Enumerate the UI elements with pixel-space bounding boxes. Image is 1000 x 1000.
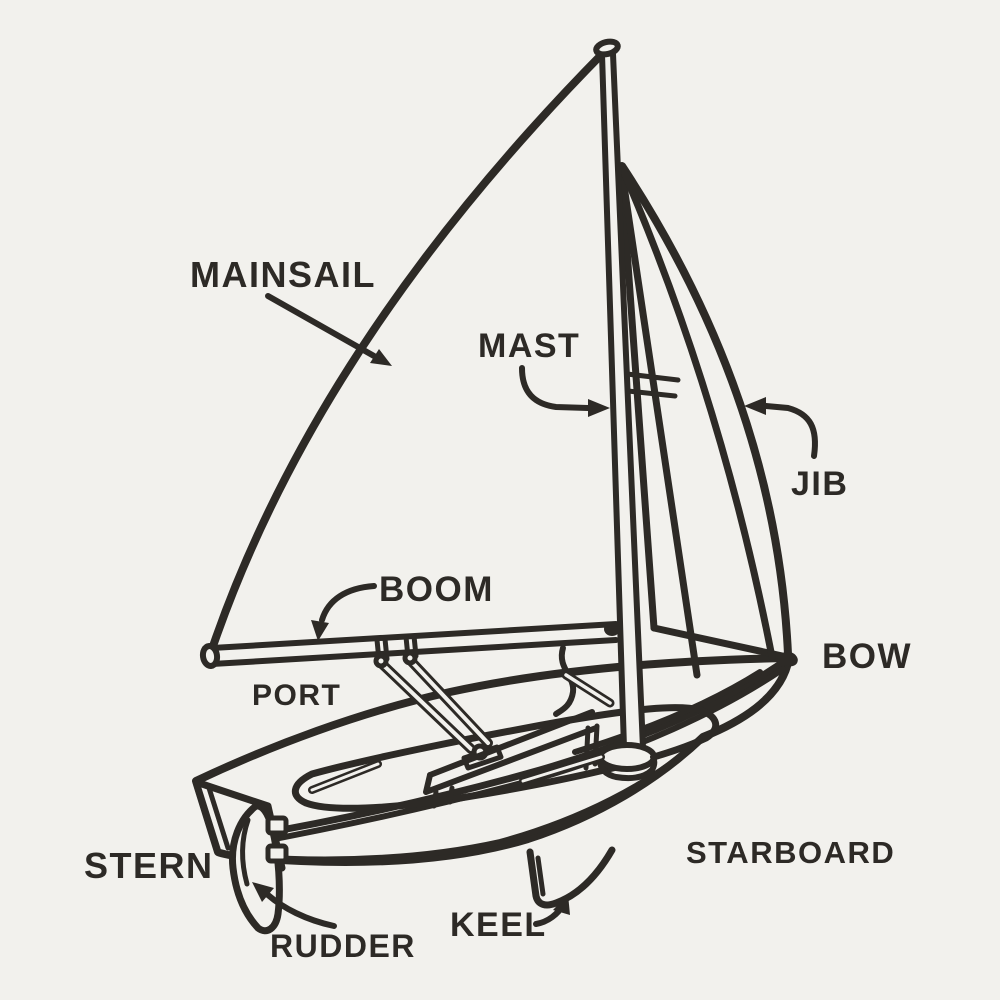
hiking-stick-inner <box>521 755 603 783</box>
mainsheet-bar-1-inner <box>379 661 473 751</box>
rudder-pintle-upper <box>265 815 289 836</box>
jib-shape <box>618 162 792 658</box>
jib-arrowhead-icon <box>744 397 766 415</box>
boom-arrow <box>319 583 377 623</box>
deck-cleat-inner <box>564 673 612 705</box>
mast-group <box>593 38 681 782</box>
mainsheet-bar-2-inner <box>408 658 490 745</box>
label-mast: MAST <box>478 327 580 365</box>
tiller-stick-inner <box>310 762 380 792</box>
label-stern: STERN <box>84 845 214 886</box>
transom-seam <box>206 785 231 851</box>
label-port: PORT <box>252 679 341 712</box>
mainsail-arrow <box>265 293 377 359</box>
bow-fitting <box>780 651 798 667</box>
mast-base-skirt <box>596 754 658 782</box>
deck-details-group <box>228 645 798 935</box>
label-boom: BOOM <box>379 570 494 609</box>
label-mainsail: MAINSAIL <box>190 254 376 295</box>
rudder-arrow <box>265 892 337 929</box>
chine-line <box>253 739 701 863</box>
mast-shape <box>599 51 627 751</box>
thwart-legs <box>431 785 455 809</box>
jib-foot-line <box>650 624 791 661</box>
thwart-top <box>427 709 595 778</box>
gooseneck-fitting <box>604 622 620 636</box>
label-starboard: STARBOARD <box>686 835 895 870</box>
keel-seam <box>535 855 546 897</box>
mast-base-plate <box>597 742 657 772</box>
label-rudder: RUDDER <box>270 928 416 964</box>
boom-end-cap <box>199 643 221 669</box>
rudder-arrowhead-icon <box>252 882 274 902</box>
boom-straps <box>374 633 419 663</box>
mast-arrowhead-icon <box>588 399 610 417</box>
callout-arrows-group <box>252 293 818 929</box>
label-bow: BOW <box>822 637 912 676</box>
mast-right-edge <box>610 51 646 751</box>
mainsheet-block-2 <box>402 650 418 666</box>
label-jib: JIB <box>791 465 848 503</box>
rudder-seam <box>240 817 251 887</box>
keel-arrowhead-icon <box>553 894 570 915</box>
rudder-pintle-lower <box>265 843 289 864</box>
masthead-cap <box>593 38 621 58</box>
keel-shape <box>526 846 616 909</box>
thwart-front <box>423 725 599 795</box>
jib-arrow <box>763 403 818 459</box>
jib-luff-line <box>617 162 658 632</box>
boom-arrowhead-icon <box>311 620 329 641</box>
jib-leech-inner <box>619 166 776 661</box>
labels-group: MAINSAIL MAST JIB BOOM BOW PORT STARBOAR… <box>84 254 912 964</box>
starboard-gunwale-line <box>220 654 793 844</box>
foredeck-seam <box>572 669 763 755</box>
spreader-bar <box>624 371 681 399</box>
jib-sheet-curl <box>553 645 577 717</box>
label-keel: KEEL <box>450 906 547 944</box>
mainsheet-block-1 <box>373 653 389 669</box>
mainsail-arrowhead-icon <box>370 349 392 366</box>
jib-sheet-line <box>617 162 701 679</box>
mast-arrow <box>519 365 591 411</box>
